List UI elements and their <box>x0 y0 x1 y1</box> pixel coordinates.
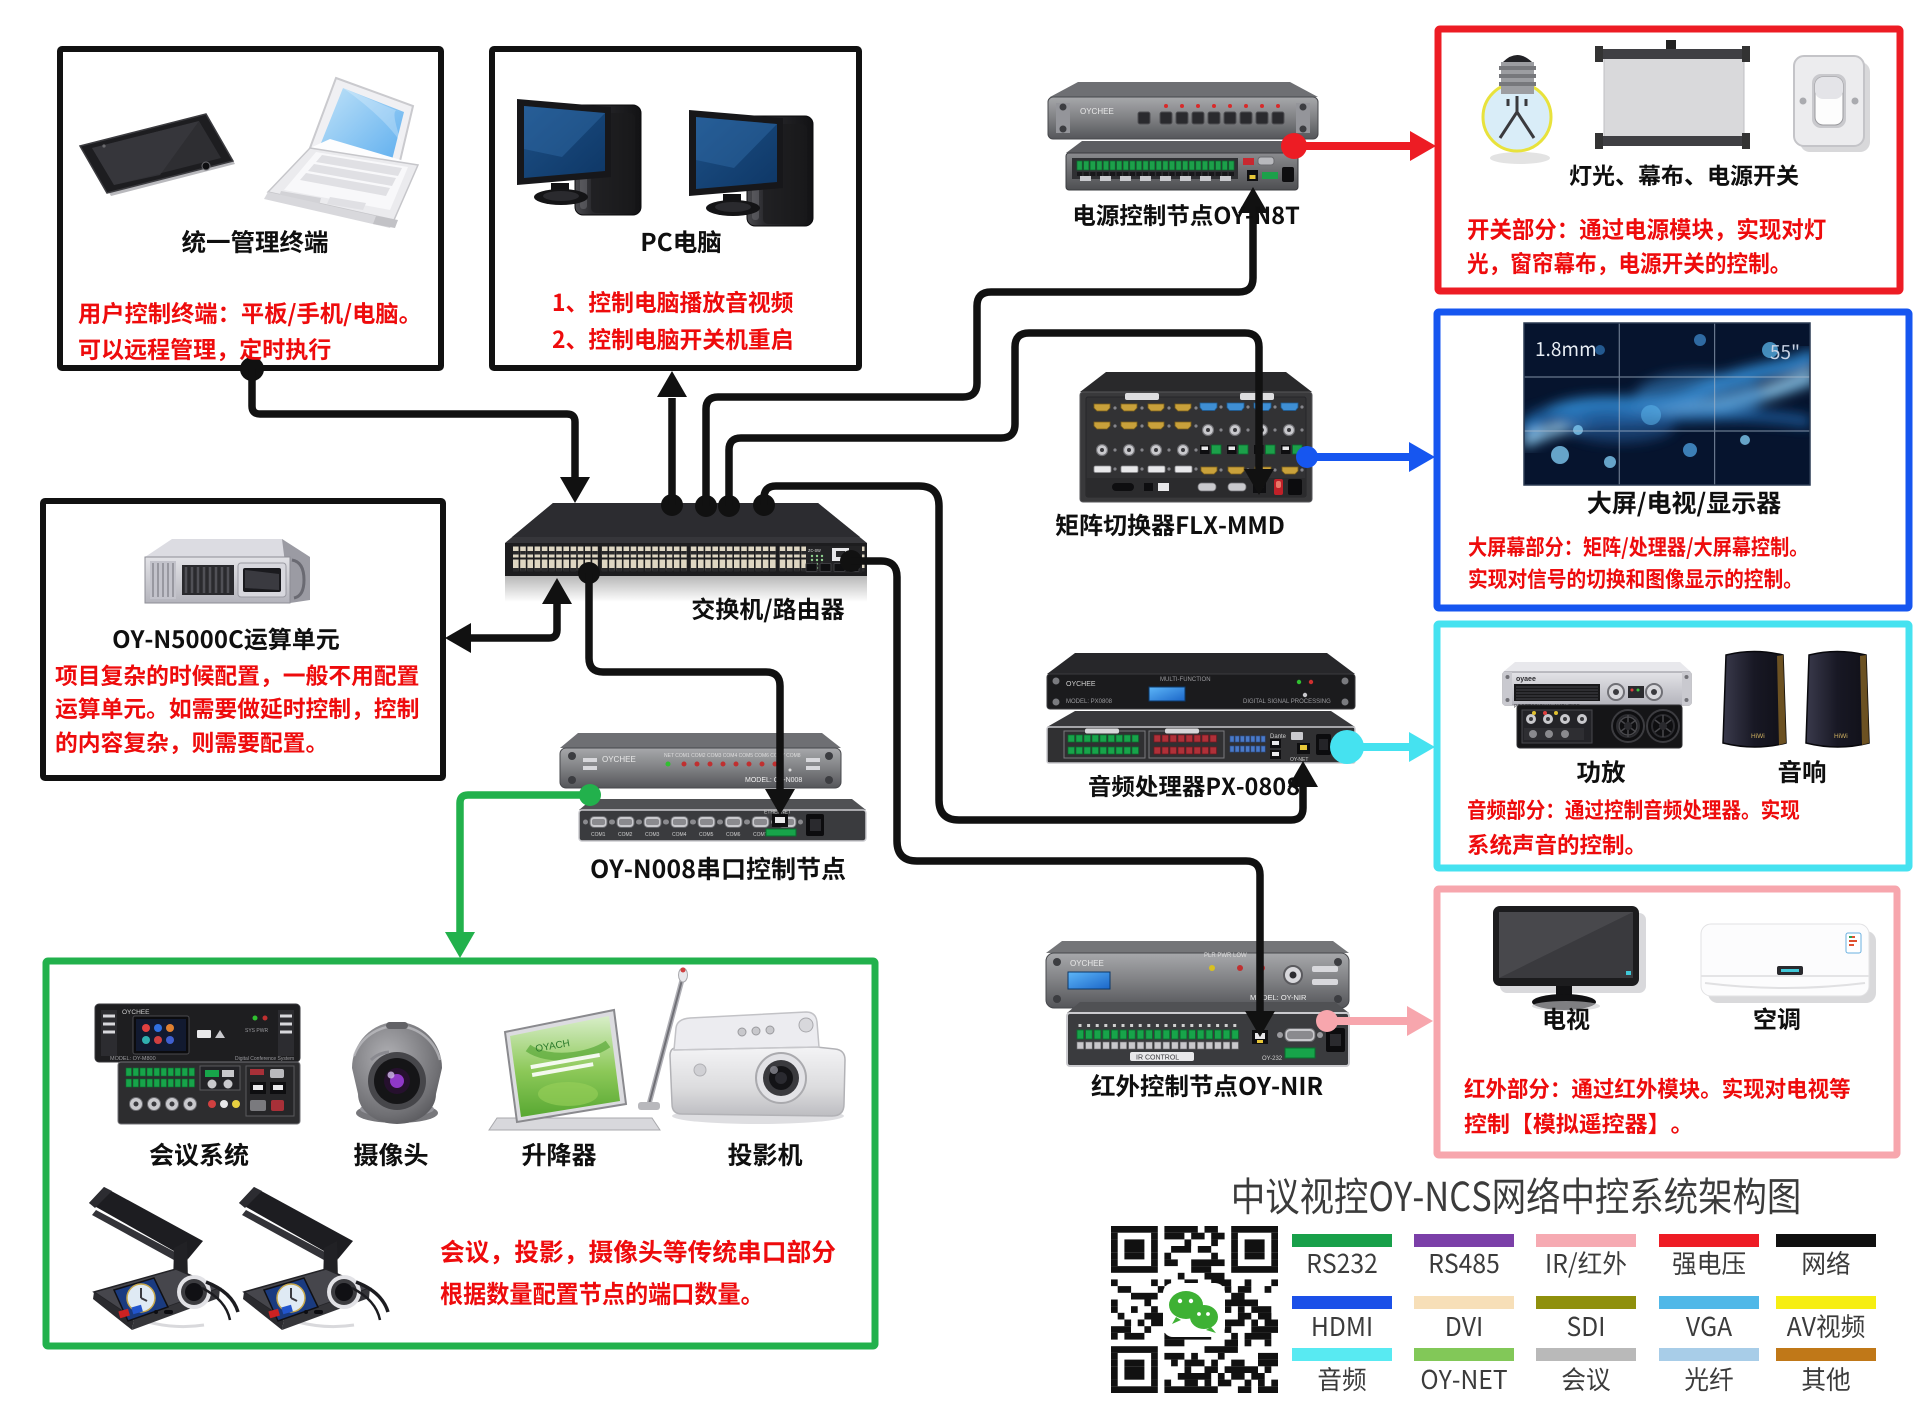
svg-text:NET COM1 COM2 COM3 COM4 COM5: NET COM1 COM2 COM3 COM4 COM5 COM6 COM7 C… <box>664 753 801 759</box>
svg-text:OYCHEE: OYCHEE <box>122 1009 150 1016</box>
svg-text:COM1: COM1 <box>591 832 606 838</box>
svg-text:MODEL: OY-N008: MODEL: OY-N008 <box>745 777 802 784</box>
svg-text:IR CONTROL: IR CONTROL <box>1136 1055 1179 1062</box>
svg-text:SYS PWR: SYS PWR <box>245 1028 268 1034</box>
svg-text:HiWi: HiWi <box>1751 733 1765 740</box>
svg-text:Dante: Dante <box>1270 734 1287 740</box>
svg-text:oyaee: oyaee <box>1516 676 1536 683</box>
svg-text:PLR PWR LOW: PLR PWR LOW <box>1204 953 1247 959</box>
svg-text:COM5: COM5 <box>699 832 714 838</box>
svg-text:Digital Conference System: Digital Conference System <box>235 1056 294 1062</box>
svg-text:OYCHEE: OYCHEE <box>1080 107 1114 116</box>
svg-text:COM3: COM3 <box>645 832 660 838</box>
svg-text:OY-NET: OY-NET <box>1290 757 1308 763</box>
svg-text:MODEL: OY-NIR: MODEL: OY-NIR <box>1250 993 1307 1002</box>
svg-text:COM4: COM4 <box>672 832 687 838</box>
svg-text:COM7: COM7 <box>753 832 768 838</box>
svg-text:MODEL: OY-M800: MODEL: OY-M800 <box>110 1056 156 1062</box>
svg-text:zc-sw: zc-sw <box>808 548 821 554</box>
svg-text:COM2: COM2 <box>618 832 633 838</box>
svg-text:COM6: COM6 <box>726 832 741 838</box>
svg-text:MULTI-FUNCTION: MULTI-FUNCTION <box>1160 677 1211 683</box>
svg-text:OYCHEE: OYCHEE <box>602 755 636 764</box>
svg-text:OYCHEE: OYCHEE <box>1066 681 1096 688</box>
svg-text:MODEL: PX0808: MODEL: PX0808 <box>1066 699 1113 705</box>
svg-text:HiWi: HiWi <box>1834 733 1848 740</box>
svg-text:OY-232: OY-232 <box>1262 1056 1283 1062</box>
svg-text:OYCHEE: OYCHEE <box>1070 959 1104 968</box>
svg-text:DIGITAL SIGNAL PROCESSING: DIGITAL SIGNAL PROCESSING <box>1243 699 1331 705</box>
svg-text:ETHERNET: ETHERNET <box>764 810 791 816</box>
